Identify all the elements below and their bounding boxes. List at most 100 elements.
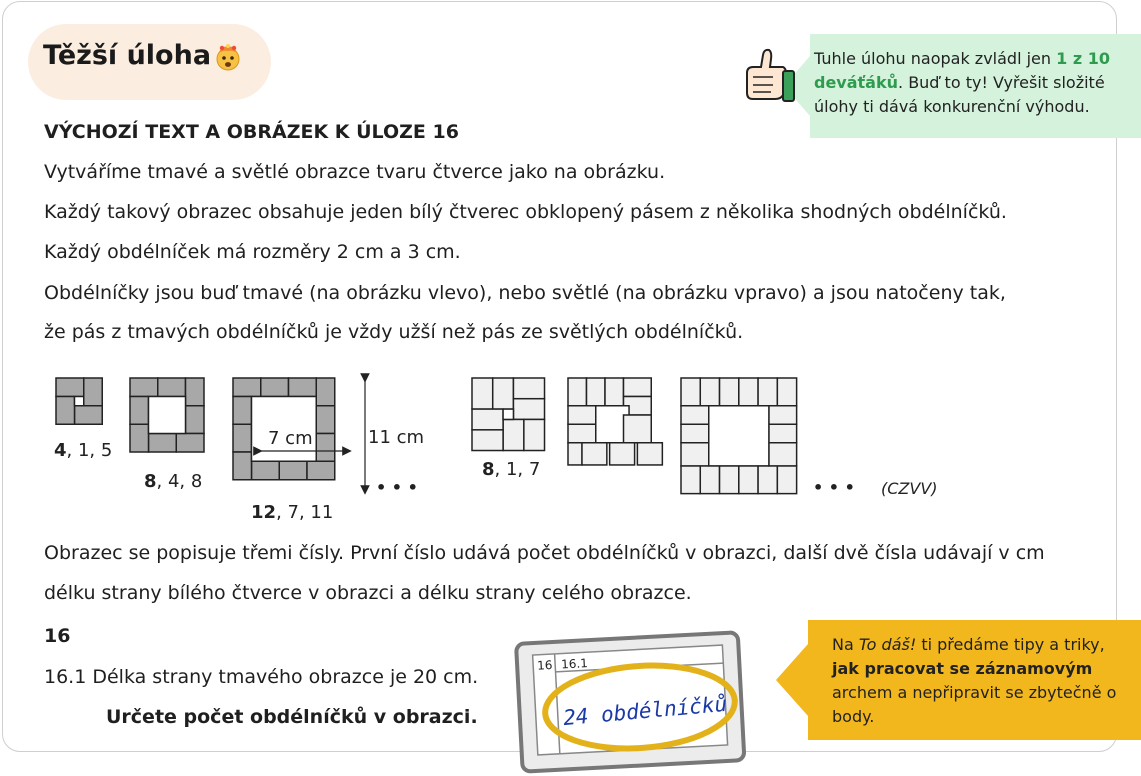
- light-rect: [718, 377, 740, 407]
- subtask-text: 16.1 Délka strany tmavého obrazce je 20 …: [44, 666, 479, 688]
- light-rect: [567, 377, 588, 407]
- dark-rect: [250, 460, 280, 481]
- dark-rect: [83, 377, 103, 407]
- light-rect: [718, 465, 740, 495]
- white-square: [147, 395, 187, 435]
- dark-rect: [315, 432, 336, 462]
- light-rect: [738, 377, 759, 407]
- light-rect: [680, 465, 702, 495]
- thumbs-up-icon: [746, 48, 795, 102]
- tip-top-text: Tuhle úlohu naopak zvládl jen 1 z 10 dev…: [814, 49, 1110, 116]
- dark-rect: [315, 405, 336, 435]
- dark-rect: [73, 405, 103, 425]
- light-rect: [604, 377, 625, 407]
- dark-label-3: 12, 7, 11: [251, 502, 333, 523]
- light-rect: [699, 377, 721, 407]
- text-line-3: Každý obdélníček má rozměry 2 cm a 3 cm.: [44, 241, 461, 263]
- light-rect: [512, 377, 546, 400]
- dark-rect: [287, 377, 317, 398]
- light-shapes: [471, 377, 798, 495]
- light-rect: [768, 423, 798, 444]
- dark-rect: [278, 460, 308, 481]
- dark-rect: [184, 405, 205, 435]
- light-rect: [757, 377, 779, 407]
- dark-rect: [55, 395, 76, 425]
- text-line-2: Každý takový obrazec obsahuje jeden bílý…: [44, 201, 1007, 223]
- exploding-head-emoji-icon: [216, 44, 240, 71]
- text-line-4: Obdélníčky jsou buď tmavé (na obrázku vl…: [44, 282, 1006, 304]
- dark-rect: [232, 423, 253, 453]
- squares-figure: 7 cm 11 cm 4, 1, 5 8, 4, 8 12, 7, 11 8, …: [54, 373, 855, 523]
- dark-rect: [129, 395, 150, 425]
- subtask-instruction: Určete počet obdélníčků v obrazci.: [106, 706, 478, 728]
- to-das-title: To dáš!: [858, 635, 917, 654]
- dark-rect: [315, 377, 336, 407]
- badge-title: Těžší úloha: [43, 40, 212, 71]
- light-rect: [680, 423, 710, 444]
- light-rect: [471, 429, 504, 452]
- light-rect: [768, 442, 798, 467]
- task-heading: VÝCHOZÍ TEXT A OBRÁZEK K ÚLOZE 16: [44, 121, 459, 143]
- dark-rect: [55, 377, 85, 398]
- light-rect: [699, 465, 721, 495]
- answer-sheet: 16 16.1 24 obdélníčků: [514, 630, 746, 774]
- dark-rect: [306, 460, 336, 481]
- light-rect: [523, 418, 546, 452]
- dark-rect: [157, 377, 187, 398]
- light-rect: [502, 418, 525, 452]
- tip-top-background: [784, 34, 1141, 138]
- light-rect: [471, 408, 504, 431]
- dark-rect: [175, 432, 205, 453]
- dark-rect: [129, 377, 159, 398]
- light-rect: [512, 397, 546, 421]
- dark-rect: [129, 423, 150, 453]
- light-rect: [680, 377, 702, 407]
- light-rect: [608, 442, 636, 466]
- light-rect: [680, 442, 710, 467]
- light-rect: [585, 377, 606, 407]
- white-square: [73, 395, 85, 407]
- inner-dimension-label: 7 cm: [268, 428, 313, 449]
- white-square: [708, 405, 770, 467]
- dark-label-1: 4, 1, 5: [54, 440, 112, 461]
- dark-rect: [260, 377, 290, 398]
- light-rect: [567, 442, 583, 466]
- light-rect: [471, 377, 494, 410]
- light-rect: [622, 414, 652, 444]
- dark-rect: [232, 451, 253, 481]
- light-ellipsis: • • •: [813, 478, 855, 497]
- dark-label-2: 8, 4, 8: [144, 471, 202, 492]
- dark-rect: [184, 377, 205, 407]
- light-rect: [622, 377, 652, 398]
- light-rect: [776, 465, 798, 495]
- light-rect: [636, 442, 664, 466]
- dark-rect: [232, 395, 253, 425]
- answer-highlight-ring: [542, 662, 738, 752]
- description-line-2: délku strany bílého čtverce v obrazci a …: [44, 582, 692, 604]
- text-line-5: že pás z tmavých obdélníčků je vždy užší…: [44, 321, 744, 343]
- outer-dimension-label: 11 cm: [368, 427, 424, 448]
- light-rect: [738, 465, 759, 495]
- description-line-1: Obrazec se popisuje třemi čísly. První č…: [44, 542, 1045, 564]
- tip-bottom-background: [776, 620, 1141, 740]
- text-line-1: Vytváříme tmavé a světlé obrazce tvaru č…: [44, 161, 666, 183]
- dark-rect: [147, 432, 177, 453]
- light-rect: [581, 442, 608, 466]
- tip-top-highlight: 1 z 10 deváťáků: [814, 49, 1110, 92]
- white-square: [502, 408, 515, 421]
- answer-sub-label: 16.1: [561, 656, 588, 671]
- dark-ellipsis: • • •: [376, 478, 418, 497]
- light-rect: [680, 405, 710, 425]
- light-rect: [768, 405, 798, 425]
- tip-bottom-text: Na To dáš! ti předáme tipy a triky, jak …: [832, 635, 1117, 726]
- dark-rect: [232, 377, 262, 398]
- light-rect: [757, 465, 779, 495]
- task-number: 16: [44, 625, 71, 647]
- light-rect: [567, 405, 597, 425]
- light-rect: [567, 423, 597, 444]
- light-rect: [491, 377, 515, 410]
- source-label: (CZVV): [881, 479, 938, 498]
- light-rect: [776, 377, 798, 407]
- light-label-1: 8, 1, 7: [482, 459, 540, 480]
- answer-box-label: 16: [537, 658, 553, 673]
